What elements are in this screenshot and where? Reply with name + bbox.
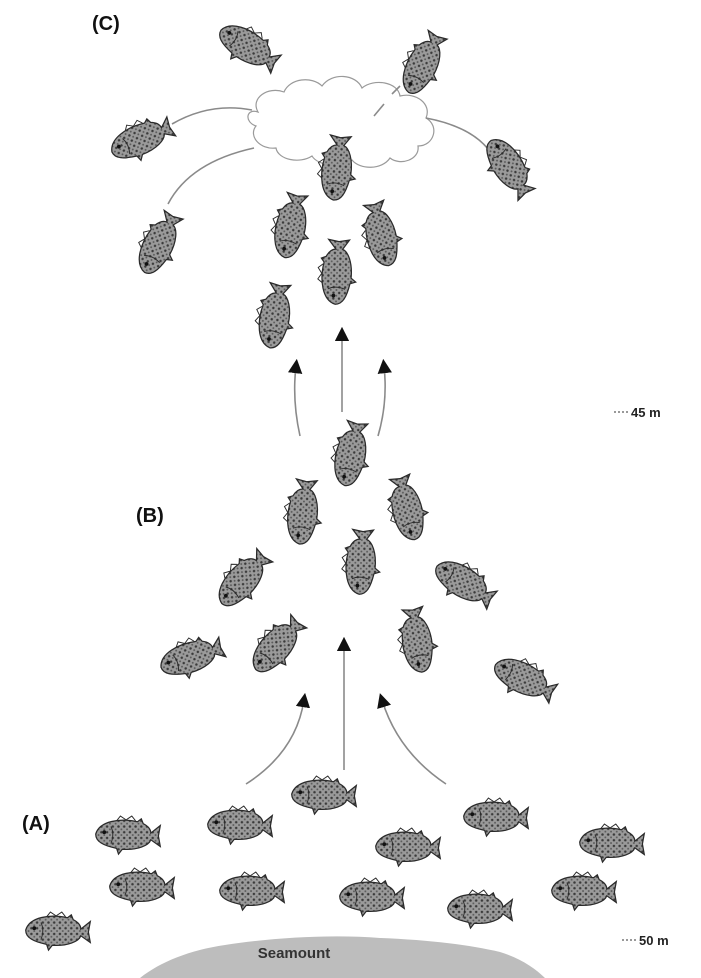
fish-icon: [241, 607, 314, 683]
arrow-bc-left: [288, 358, 303, 437]
fish-icon: [219, 871, 285, 911]
fish-icon: [579, 823, 645, 863]
fish-icon: [207, 541, 280, 617]
fish-icon: [251, 280, 299, 352]
fish-icon: [551, 871, 617, 911]
fish-icon: [375, 827, 441, 867]
flow-line-c-lower-left: [167, 147, 255, 205]
fish-icon: [447, 889, 513, 929]
fish-icon: [326, 418, 377, 490]
fish-icon: [210, 13, 287, 81]
flow-line-c-upper-right: [373, 103, 385, 117]
fish-icon: [340, 528, 382, 596]
fish-icon: [127, 205, 191, 282]
fish-icon: [291, 775, 357, 815]
flow-line-c-dash: [391, 85, 401, 95]
fish-icon: [339, 877, 405, 917]
fish-icon: [379, 471, 435, 545]
depth-label-45: 45 m: [631, 405, 661, 420]
depth-label-50: 50 m: [639, 933, 669, 948]
fish-icon: [95, 815, 161, 855]
panel-label-b: (B): [136, 505, 164, 527]
seamount-label: Seamount: [258, 945, 331, 962]
fish-icon: [391, 25, 455, 102]
fish-layer: [25, 13, 645, 951]
fish-icon: [103, 107, 180, 171]
fish-icon: [25, 911, 91, 951]
seamount-shape: [140, 936, 545, 978]
fish-icon: [266, 190, 317, 262]
fish-icon: [463, 797, 529, 837]
fish-icon: [316, 238, 358, 306]
arrow-bc-right: [377, 358, 392, 437]
fish-icon: [109, 867, 175, 907]
panel-label-a: (A): [22, 813, 50, 835]
arrow-ab-right: [377, 693, 447, 785]
panel-label-c: (C): [92, 13, 120, 35]
flow-line-c-left: [171, 107, 253, 125]
fish-icon: [353, 197, 409, 271]
fish-icon: [280, 477, 326, 547]
fish-icon: [426, 549, 503, 617]
fish-icon: [486, 647, 563, 711]
fish-icon: [474, 129, 544, 206]
arrow-ab-left: [245, 692, 311, 785]
fish-icon: [207, 805, 273, 845]
spawn-cloud: [247, 75, 435, 168]
fish-icon: [154, 627, 230, 687]
flow-line-c-right: [425, 117, 495, 159]
fish-icon: [392, 604, 443, 676]
